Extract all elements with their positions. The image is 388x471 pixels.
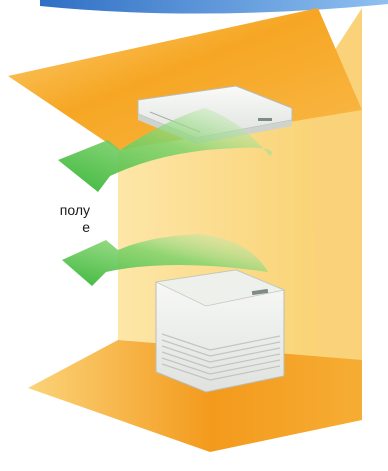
caption-line-2: е [0,219,90,236]
top-band [40,0,388,14]
caption-text: полу е [0,202,90,236]
caption-line-1: полу [0,202,90,219]
floor-air-conditioner-icon [156,270,284,392]
